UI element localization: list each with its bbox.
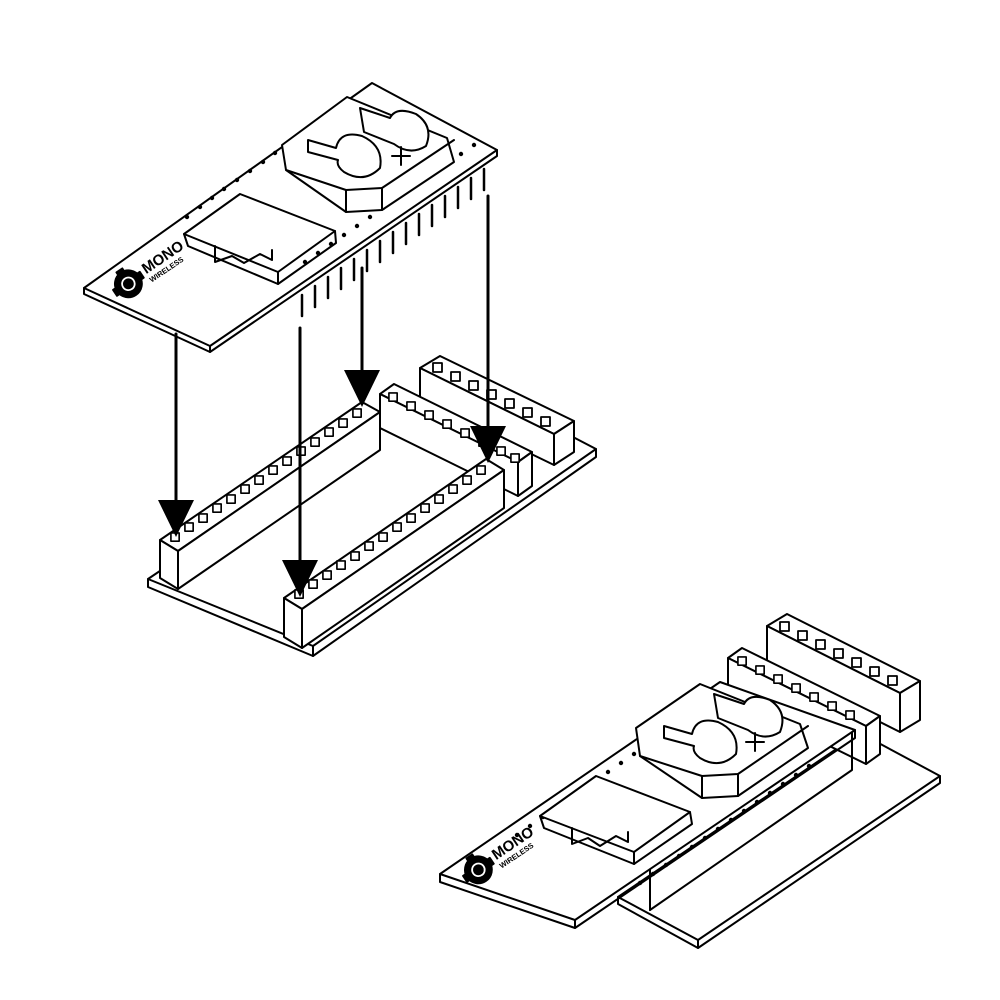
top-rf-shield — [183, 193, 337, 285]
assembled-battery-holder — [635, 683, 809, 799]
top-module-pin-dots — [184, 142, 477, 265]
plus-icon — [391, 146, 411, 166]
top-battery-holder — [281, 96, 455, 213]
assembled-module: MONO WIRELESS — [439, 613, 941, 949]
assembled-rf-shield — [539, 775, 693, 865]
base-left-socket — [159, 401, 381, 590]
base-board — [147, 355, 597, 657]
assembled-module-board: MONO WIRELESS — [439, 681, 856, 929]
assembly-arrows — [158, 194, 506, 597]
down-arrow-icon — [344, 266, 380, 407]
top-module-board: MONO WIRELESS — [83, 82, 498, 353]
base-right-socket — [283, 458, 505, 649]
down-arrow-icon — [470, 194, 506, 463]
down-arrow-icon — [282, 326, 318, 597]
down-arrow-icon — [158, 332, 194, 537]
assembled-rear-header — [766, 613, 921, 733]
plus-icon — [745, 732, 765, 752]
top-module-pins — [300, 167, 486, 318]
